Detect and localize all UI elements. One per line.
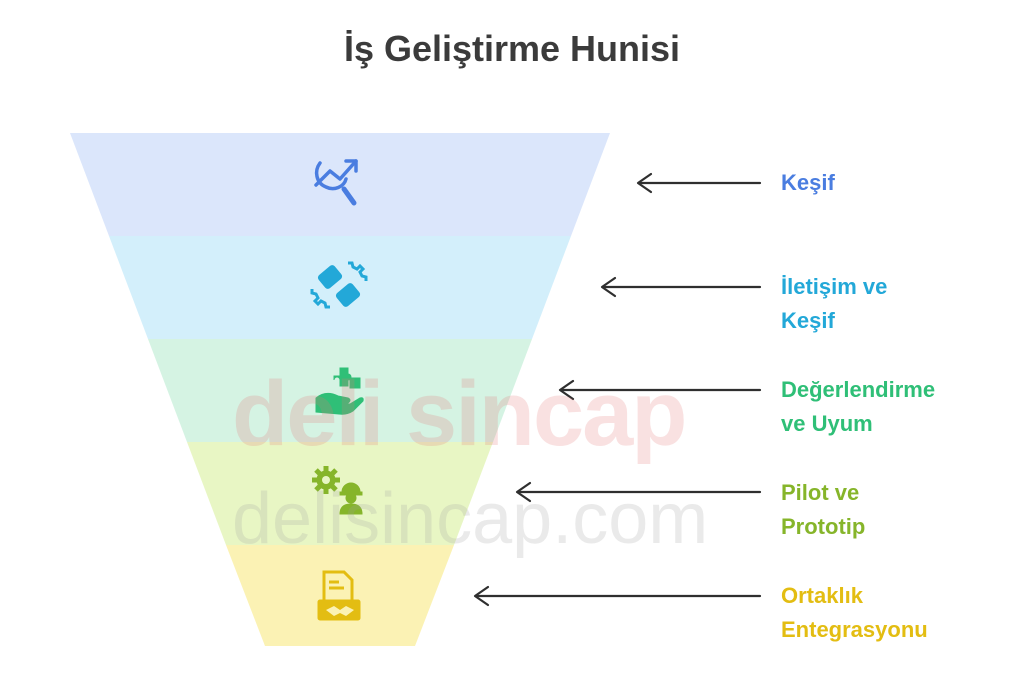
stage-label-degerlendirme: Değerlendirme ve Uyum (781, 373, 935, 441)
arrow-pilot (515, 481, 762, 503)
stage-label-line: İletişim ve (781, 274, 888, 299)
stage-label-line: Prototip (781, 514, 866, 539)
gear-worker-icon (312, 466, 363, 515)
stage-label-line: Pilot ve (781, 480, 860, 505)
watermark-primary: deli sincap (232, 363, 687, 465)
funnel-segment-ortaklik (226, 545, 454, 646)
puzzle-gear-icon (310, 261, 368, 309)
watermark-secondary: delisincap.com (232, 479, 709, 559)
stage-label-line: Entegrasyonu (781, 617, 928, 642)
contract-handshake-icon (317, 570, 361, 621)
stage-label-kesif: Keşif (781, 166, 835, 200)
stage-label-pilot: Pilot ve Prototip (781, 476, 865, 544)
stage-label-ortaklik: Ortaklık Entegrasyonu (781, 579, 928, 647)
stage-label-line: Ortaklık (781, 583, 863, 608)
stage-label-line: Keşif (781, 308, 835, 333)
funnel-segment-degerlendirme (148, 339, 532, 442)
funnel-segment-iletisim (109, 236, 571, 339)
arrow-kesif (636, 172, 762, 194)
analytics-search-icon (314, 159, 358, 206)
stage-label-line: Değerlendirme (781, 377, 936, 402)
stage-label-line: ve Uyum (781, 411, 873, 436)
funnel-segment-kesif (70, 133, 610, 236)
stage-label-line: Keşif (781, 170, 835, 195)
arrow-degerlendirme (558, 379, 762, 401)
stage-label-iletisim: İletişim ve Keşif (781, 270, 887, 338)
hand-puzzle-icon (315, 367, 364, 415)
arrow-ortaklik (473, 585, 762, 607)
arrow-iletisim (600, 276, 762, 298)
page-title: İş Geliştirme Hunisi (343, 28, 681, 69)
